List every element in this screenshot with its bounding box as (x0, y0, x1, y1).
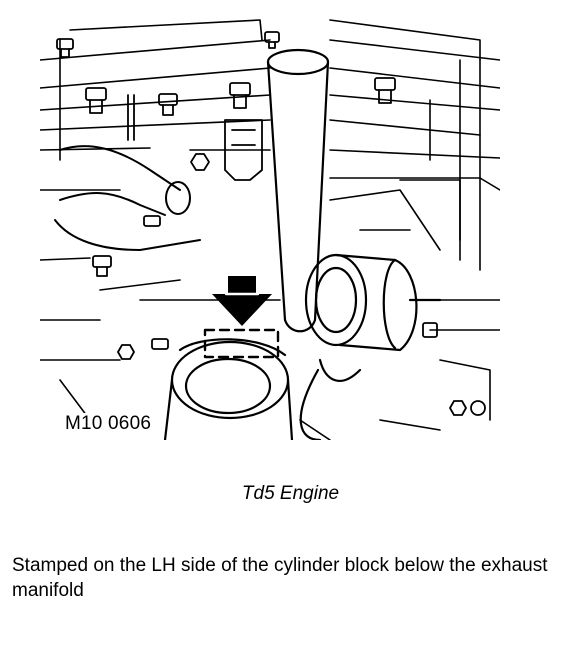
turbo-housing (299, 253, 442, 440)
exhaust-manifold (163, 338, 294, 440)
location-marker-box (203, 328, 280, 359)
figure-caption: Td5 Engine (241, 483, 340, 504)
injector (224, 119, 263, 181)
engine-illustration (40, 10, 500, 440)
bolts (56, 31, 486, 416)
body-paragraph: Stamped on the LH side of the cylinder b… (12, 555, 548, 601)
dipstick-pipe (266, 48, 330, 333)
dipstick-tube (127, 94, 135, 141)
coolant-hose (54, 145, 201, 251)
figure-reference: M10 0606 (62, 413, 155, 435)
down-arrow-icon (212, 276, 272, 326)
